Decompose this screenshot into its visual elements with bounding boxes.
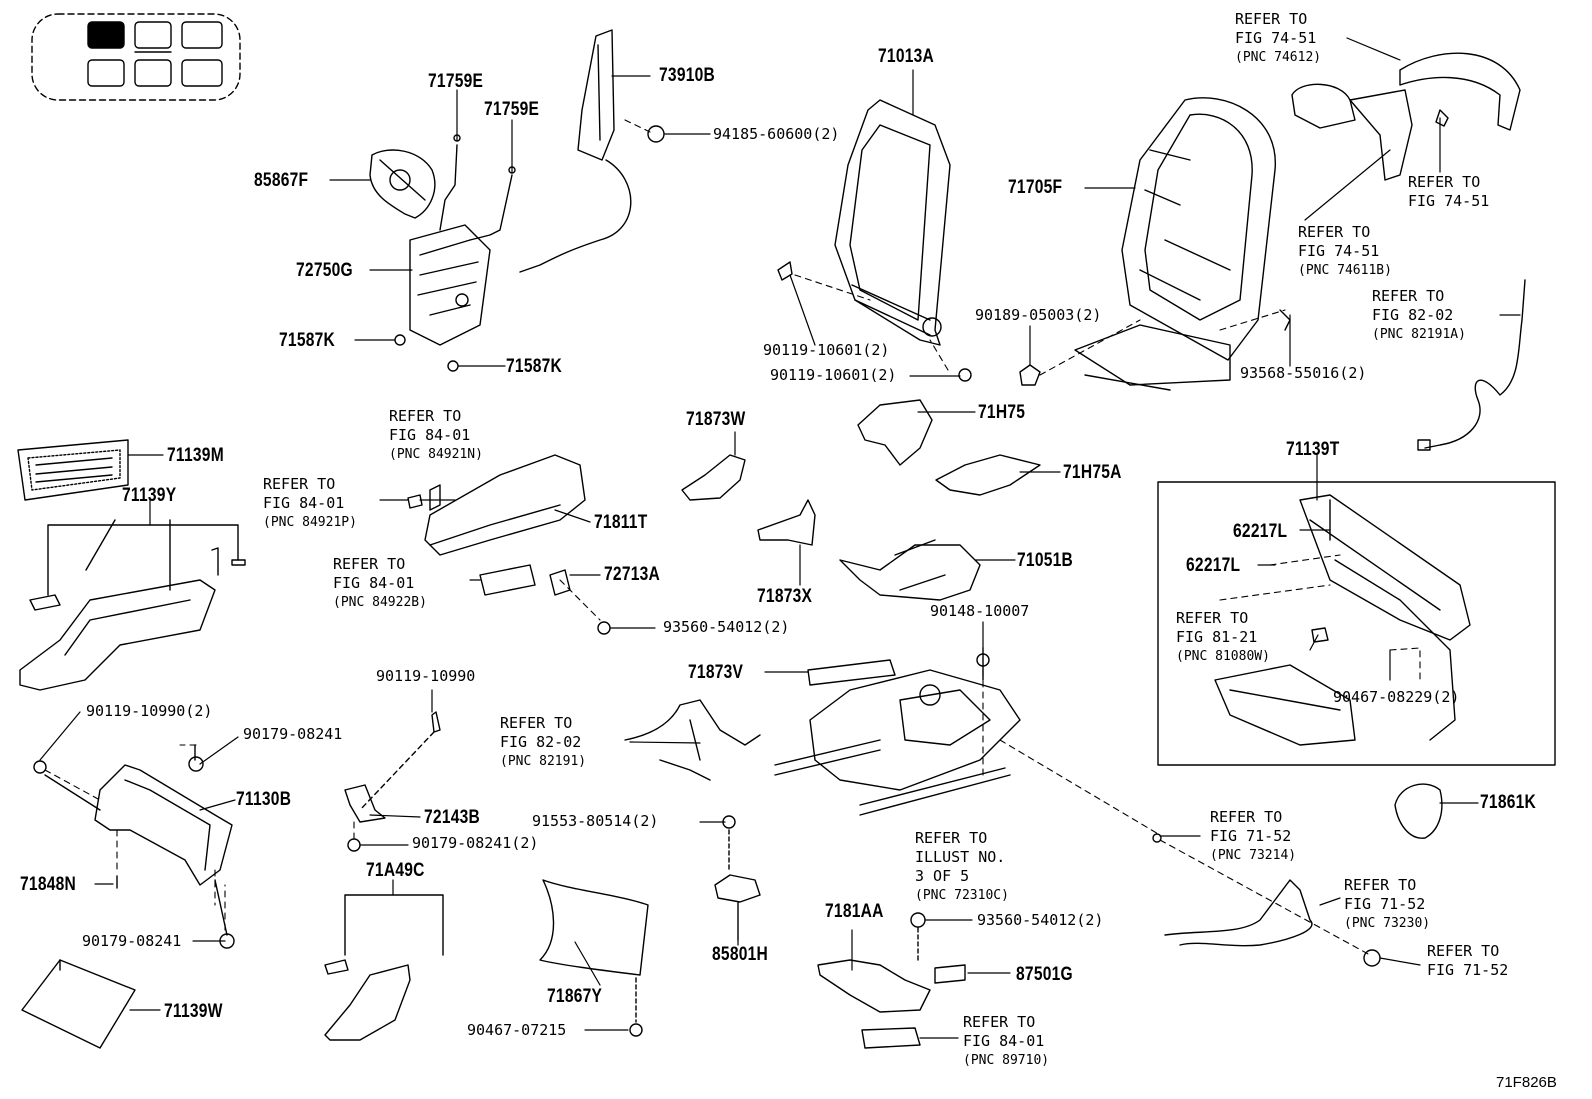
label-71139M: 71139M bbox=[167, 445, 224, 466]
label-71139Y: 71139Y bbox=[122, 485, 177, 506]
part-71013A-shape bbox=[777, 99, 972, 382]
seat-location-key bbox=[31, 13, 241, 101]
part-71873X-shape bbox=[757, 499, 816, 546]
part-71705F-shape bbox=[1019, 97, 1291, 391]
part-72143B-shape bbox=[344, 711, 441, 852]
label-72713A: 72713A bbox=[604, 564, 661, 585]
label-90467-08229: 90467-08229(2) bbox=[1333, 688, 1460, 706]
label-90189-05003: 90189-05003(2) bbox=[975, 306, 1102, 324]
part-71139T-group-box bbox=[1157, 481, 1556, 766]
part-74612-shape bbox=[1291, 52, 1521, 181]
label-90467-07215: 90467-07215 bbox=[467, 1021, 567, 1039]
figure-code: 71F826B bbox=[1496, 1074, 1557, 1091]
part-82191A-harness bbox=[1417, 279, 1526, 451]
part-71A49C-shape bbox=[324, 894, 444, 1041]
label-71H75: 71H75 bbox=[978, 402, 1026, 423]
label-73910B: 73910B bbox=[659, 65, 716, 86]
label-71861K: 71861K bbox=[1480, 792, 1537, 813]
part-71139M-shape bbox=[17, 439, 129, 501]
part-7181AA-shape bbox=[817, 912, 966, 1049]
label-71873V: 71873V bbox=[688, 662, 744, 683]
label-90179-08241-2: 90179-08241(2) bbox=[412, 834, 539, 852]
part-71130B-shape bbox=[33, 744, 235, 949]
label-71051B: 71051B bbox=[1017, 550, 1074, 571]
label-71139T: 71139T bbox=[1286, 439, 1340, 460]
label-62217L-a: 62217L bbox=[1233, 521, 1288, 542]
label-72750G: 72750G bbox=[296, 260, 353, 281]
part-71587K-a-shape bbox=[394, 334, 406, 346]
part-71867Y-shape bbox=[539, 879, 649, 1037]
part-71811T-shape bbox=[407, 454, 586, 556]
label-71848N: 71848N bbox=[20, 874, 77, 895]
label-71H75A: 71H75A bbox=[1063, 462, 1122, 483]
part-seat-track-shape bbox=[774, 647, 1021, 816]
part-71861K-shape bbox=[1394, 783, 1443, 839]
label-71587K-b: 71587K bbox=[506, 356, 563, 377]
part-71H75-shape bbox=[857, 399, 933, 466]
label-71587K-a: 71587K bbox=[279, 330, 336, 351]
label-93560-54012-b: 93560-54012(2) bbox=[977, 911, 1104, 929]
part-71139W-shape bbox=[21, 959, 136, 1049]
part-71587K-b-shape bbox=[447, 360, 459, 372]
label-90119-10601-a: 90119-10601(2) bbox=[763, 341, 890, 359]
label-90148-10007: 90148-10007 bbox=[930, 602, 1030, 620]
label-71A49C: 71A49C bbox=[366, 860, 425, 881]
assembly-dashed-lines bbox=[44, 119, 1421, 956]
part-85867F-shape bbox=[369, 149, 436, 219]
label-71867Y: 71867Y bbox=[547, 986, 603, 1007]
label-90119-10601-b: 90119-10601(2) bbox=[770, 366, 897, 384]
label-71705F: 71705F bbox=[1008, 177, 1063, 198]
label-91553-80514: 91553-80514(2) bbox=[532, 812, 659, 830]
label-93568-55016: 93568-55016(2) bbox=[1240, 364, 1367, 382]
part-73910B-shape bbox=[519, 29, 665, 273]
label-85801H: 85801H bbox=[712, 944, 769, 965]
label-71759E-a: 71759E bbox=[428, 71, 484, 92]
label-71873X: 71873X bbox=[757, 586, 813, 607]
part-71873W-shape bbox=[681, 454, 746, 501]
part-82191-harness bbox=[624, 699, 761, 781]
label-90179-08241-a: 90179-08241 bbox=[243, 725, 343, 743]
label-93560-54012-a: 93560-54012(2) bbox=[663, 618, 790, 636]
label-71759E-b: 71759E bbox=[484, 99, 540, 120]
label-71811T: 71811T bbox=[594, 512, 648, 533]
label-71130B: 71130B bbox=[236, 789, 292, 810]
label-94185-60600: 94185-60600(2) bbox=[713, 125, 840, 143]
leader-lines bbox=[39, 37, 1521, 1039]
part-71H75A-shape bbox=[935, 454, 1041, 496]
label-7181AA: 7181AA bbox=[825, 901, 884, 922]
label-71873W: 71873W bbox=[686, 409, 746, 430]
part-71139Y-shape bbox=[19, 519, 246, 691]
label-71139W: 71139W bbox=[164, 1001, 223, 1022]
label-62217L-b: 62217L bbox=[1186, 555, 1241, 576]
label-90119-10990-2: 90119-10990(2) bbox=[86, 702, 213, 720]
label-87501G: 87501G bbox=[1016, 964, 1073, 985]
seat-key-selected bbox=[87, 21, 125, 49]
label-90119-10990: 90119-10990 bbox=[376, 667, 476, 685]
label-71013A: 71013A bbox=[878, 46, 935, 67]
part-71051B-shape bbox=[839, 539, 981, 601]
label-72143B: 72143B bbox=[424, 807, 481, 828]
label-85867F: 85867F bbox=[254, 170, 309, 191]
part-85801H-shape bbox=[714, 815, 761, 941]
label-90179-08241-c: 90179-08241 bbox=[82, 932, 182, 950]
part-72750G-shape bbox=[409, 144, 513, 346]
